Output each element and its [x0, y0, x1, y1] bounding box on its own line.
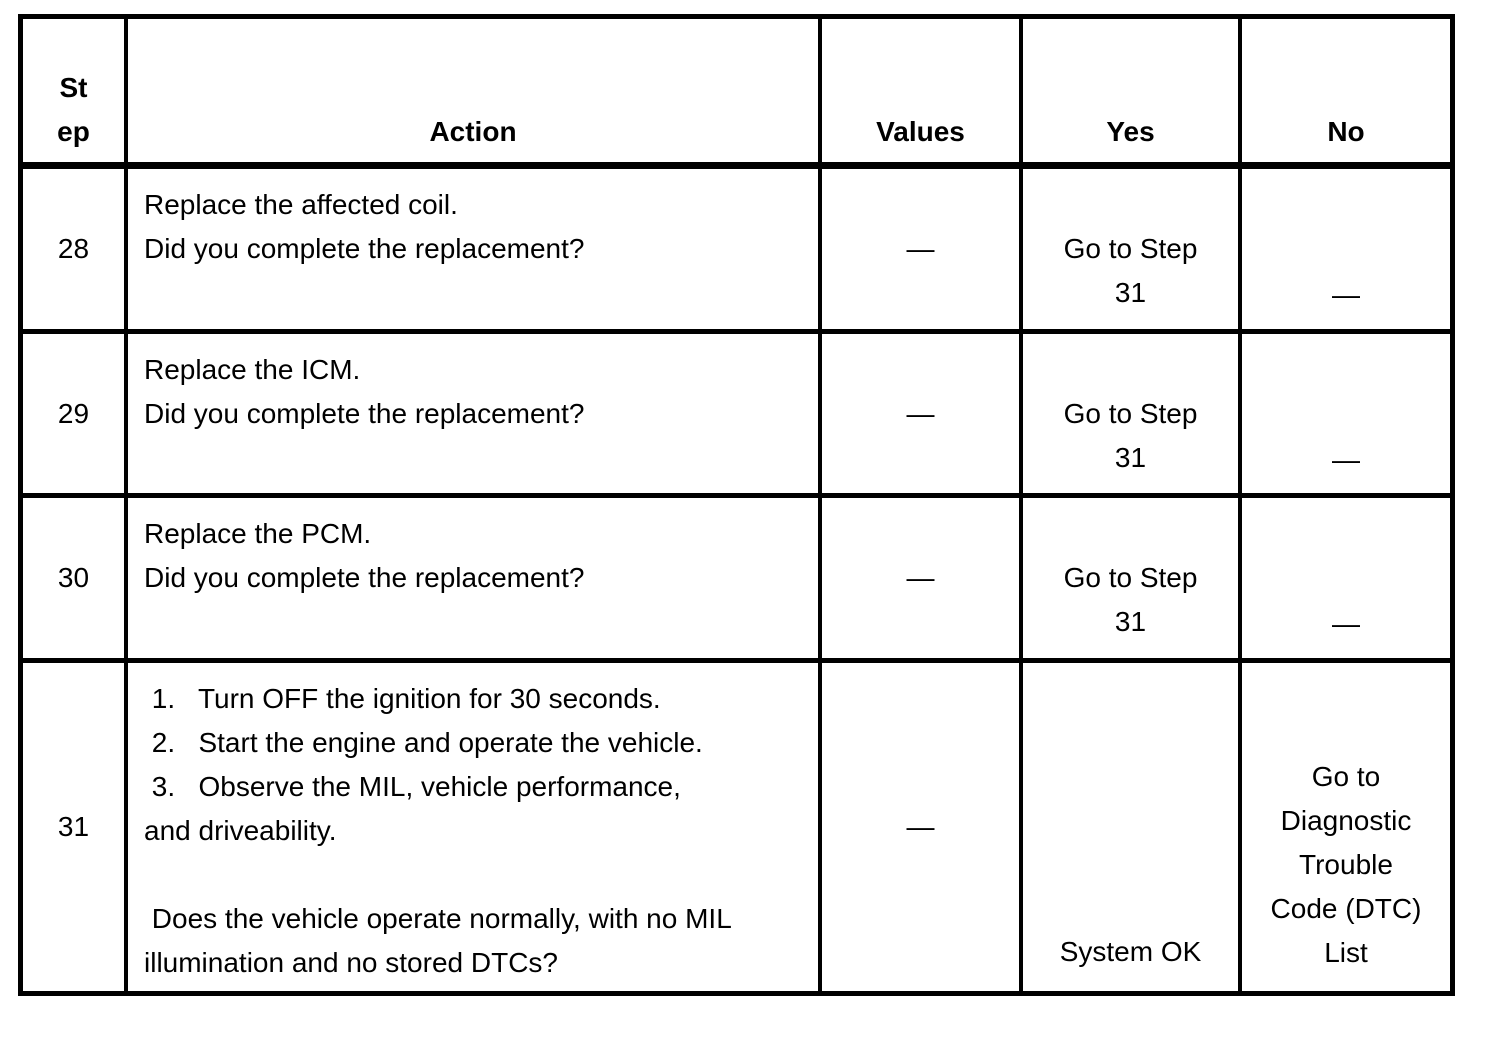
- row31-no-text: Go to Diagnostic Trouble Code (DTC) List: [1270, 761, 1422, 968]
- row29-step-cell: 29: [23, 334, 128, 498]
- row28-yes-text: Go to Step 31: [1063, 233, 1198, 308]
- header-step-label: St ep: [57, 72, 90, 147]
- row29-action-text: Replace the ICM. Did you complete the re…: [144, 354, 585, 429]
- row29-no-cell: —: [1242, 334, 1450, 498]
- row31-action-text: 1. Turn OFF the ignition for 30 seconds.…: [144, 683, 732, 978]
- row31-yes-cell: System OK: [1023, 663, 1242, 991]
- row31-values-text: —: [906, 811, 935, 842]
- row30-values-cell: —: [822, 498, 1023, 663]
- row29-values-cell: —: [822, 334, 1023, 498]
- row30-action-cell: Replace the PCM. Did you complete the re…: [128, 498, 822, 663]
- header-yes: Yes: [1023, 19, 1242, 169]
- header-values-label: Values: [876, 116, 965, 147]
- row31-values-cell: —: [822, 663, 1023, 991]
- row29-step-number: 29: [57, 397, 90, 429]
- row29-no-text: —: [1332, 443, 1360, 475]
- row29-yes-text: Go to Step 31: [1063, 397, 1198, 473]
- row29-yes-cell: Go to Step 31: [1023, 334, 1242, 498]
- row28-no-text: —: [1332, 279, 1360, 310]
- row28-action-cell: Replace the affected coil. Did you compl…: [128, 169, 822, 334]
- header-action-label: Action: [429, 116, 517, 147]
- header-no-label: No: [1327, 116, 1365, 147]
- row30-values-text: —: [906, 562, 935, 593]
- row28-action-text: Replace the affected coil. Did you compl…: [144, 189, 585, 264]
- row28-step-cell: 28: [23, 169, 128, 334]
- row28-values-text: —: [906, 233, 935, 264]
- header-no: No: [1242, 19, 1450, 169]
- header-values: Values: [822, 19, 1023, 169]
- row30-yes-cell: Go to Step 31: [1023, 498, 1242, 663]
- row31-yes-text: System OK: [1059, 936, 1202, 967]
- row31-action-cell: 1. Turn OFF the ignition for 30 seconds.…: [128, 663, 822, 991]
- row28-step-number: 28: [57, 233, 90, 264]
- row28-values-cell: —: [822, 169, 1023, 334]
- row28-yes-cell: Go to Step 31: [1023, 169, 1242, 334]
- row31-step-number: 31: [57, 811, 90, 842]
- row30-yes-text: Go to Step 31: [1063, 562, 1198, 637]
- row28-no-cell: —: [1242, 169, 1450, 334]
- diagnostic-table: St ep Action Values Yes No 28 Replace th…: [18, 14, 1455, 996]
- row30-step-cell: 30: [23, 498, 128, 663]
- header-action: Action: [128, 19, 822, 169]
- row30-action-text: Replace the PCM. Did you complete the re…: [144, 518, 585, 593]
- row30-step-number: 30: [57, 562, 90, 593]
- row31-step-cell: 31: [23, 663, 128, 991]
- row31-no-cell: Go to Diagnostic Trouble Code (DTC) List: [1242, 663, 1450, 991]
- header-step: St ep: [23, 19, 128, 169]
- row30-no-cell: —: [1242, 498, 1450, 663]
- row29-values-text: —: [906, 397, 935, 429]
- row30-no-text: —: [1332, 608, 1360, 639]
- header-yes-label: Yes: [1106, 116, 1155, 147]
- row29-action-cell: Replace the ICM. Did you complete the re…: [128, 334, 822, 498]
